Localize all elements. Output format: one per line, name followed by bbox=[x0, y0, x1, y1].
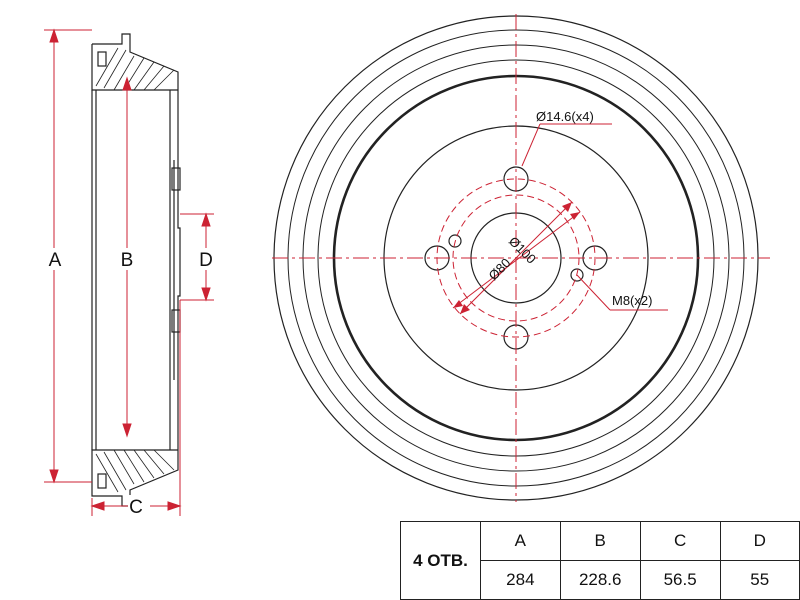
header-b: B bbox=[559, 521, 641, 561]
dim-label-c: C bbox=[129, 497, 143, 518]
bolt-hole-callout: Ø14.6(x4) bbox=[536, 109, 594, 124]
pcd-circle-outer bbox=[436, 178, 596, 338]
value-d: 55 bbox=[719, 560, 800, 600]
value-c: 56.5 bbox=[639, 560, 721, 600]
spec-table-header-row: 4 ОТВ. A B C D bbox=[400, 521, 800, 600]
pcd-outer-label: Ø100 bbox=[506, 234, 539, 267]
pcd-inner-label: Ø80 bbox=[486, 255, 514, 283]
holes-count-cell: 4 ОТВ. bbox=[400, 521, 481, 600]
front-centerlines bbox=[272, 14, 770, 502]
header-a: A bbox=[480, 521, 561, 561]
thread-callout: M8(x2) bbox=[612, 293, 652, 308]
threaded-hole-right bbox=[570, 268, 584, 282]
value-a: 284 bbox=[480, 560, 561, 600]
side-view bbox=[91, 33, 181, 507]
header-c: C bbox=[639, 521, 721, 561]
dim-label-d: D bbox=[199, 250, 213, 271]
section-hatch-bottom bbox=[95, 449, 175, 493]
spec-table-value-row: 284 228.6 56.5 55 bbox=[401, 560, 800, 600]
section-hatch-top bbox=[95, 47, 175, 91]
side-dimensions bbox=[44, 28, 214, 516]
header-d: D bbox=[719, 521, 800, 561]
pcd-circle-inner bbox=[452, 194, 580, 322]
threaded-hole-left bbox=[448, 234, 462, 248]
dim-label-b: B bbox=[121, 250, 134, 271]
value-b: 228.6 bbox=[559, 560, 641, 600]
dim-label-a: A bbox=[49, 250, 62, 271]
spec-table: 4 ОТВ. A B C D 284 228.6 56.5 55 bbox=[400, 521, 800, 600]
